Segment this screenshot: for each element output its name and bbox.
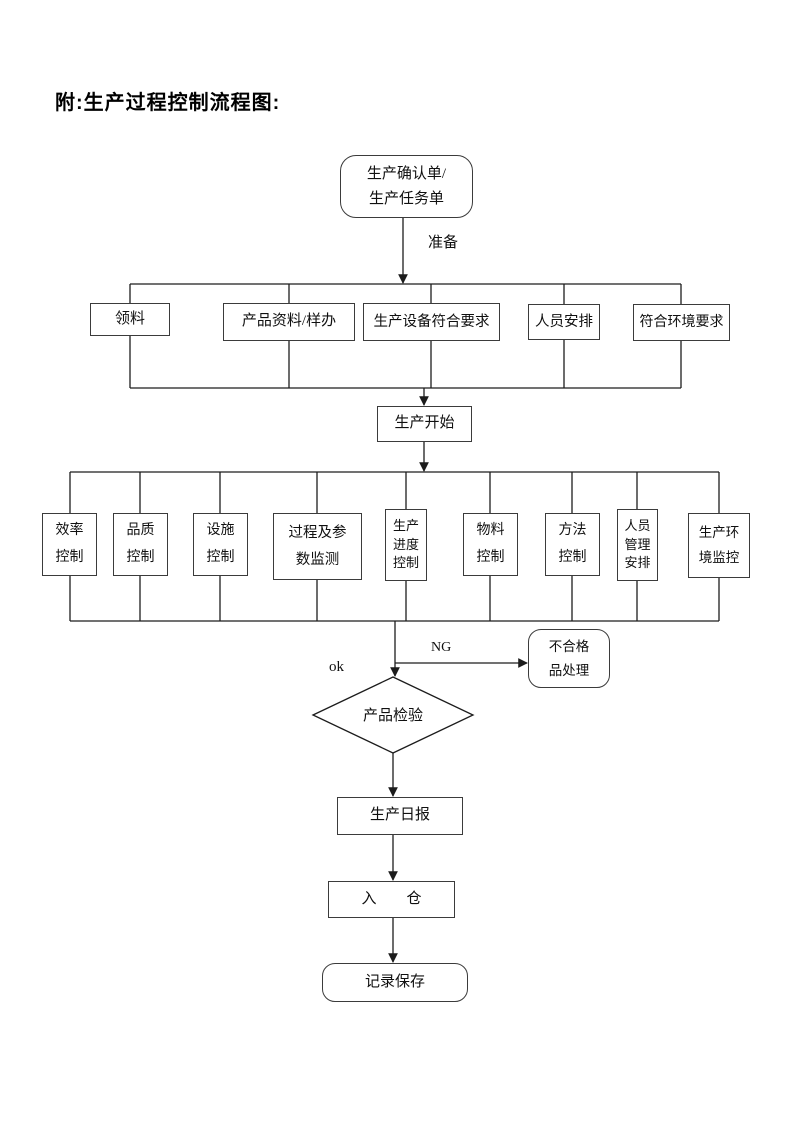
ng-label: NG (431, 640, 452, 655)
node-record-keeping: 记录保存 (322, 963, 468, 1002)
node-production-confirmation: 生产确认单/ 生产任务单 (340, 155, 473, 218)
node-material-control: 物料 控制 (463, 513, 518, 576)
ok-label: ok (329, 659, 344, 675)
node-product-info-sample: 产品资料/样办 (223, 303, 355, 341)
node-progress-control: 生产 进度 控制 (385, 509, 427, 581)
node-equipment-requirements: 生产设备符合要求 (363, 303, 500, 341)
prepare-label: 准备 (428, 235, 459, 251)
node-environment-monitor: 生产环 境监控 (688, 513, 750, 578)
connector-lines (69, 218, 720, 963)
node-receive-material: 领料 (90, 303, 170, 336)
node-production-start: 生产开始 (377, 406, 472, 442)
node-warehouse: 入 仓 (328, 881, 455, 918)
node-reject-handling: 不合格 品处理 (528, 629, 610, 688)
node-quality-control: 品质 控制 (113, 513, 168, 576)
node-efficiency-control: 效率 控制 (42, 513, 97, 576)
node-method-control: 方法 控制 (545, 513, 600, 576)
node-facility-control: 设施 控制 (193, 513, 248, 576)
page-title: 附:生产过程控制流程图: (55, 92, 281, 114)
node-production-report: 生产日报 (337, 797, 463, 835)
node-staff-arrangement: 人员安排 (528, 304, 600, 340)
node-process-parameter-monitor: 过程及参 数监测 (273, 513, 362, 580)
node-personnel-management: 人员 管理 安排 (617, 509, 658, 581)
decision-diamond-shape (311, 676, 475, 754)
decision-product-inspection: 产品检验 (362, 708, 423, 724)
node-environment-requirements: 符合环境要求 (633, 304, 730, 341)
